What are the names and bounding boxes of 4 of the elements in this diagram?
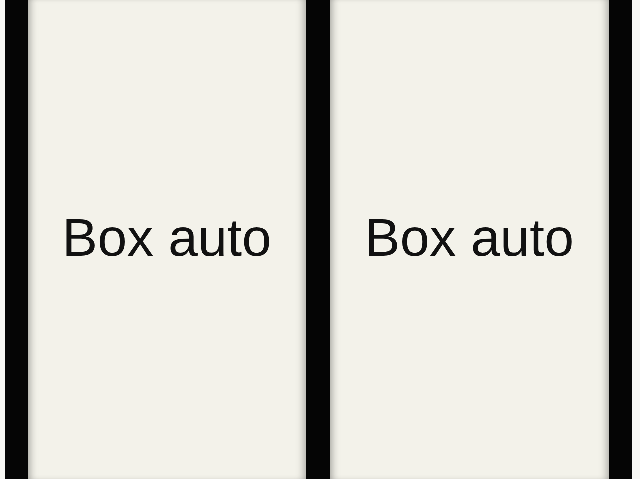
bordered-box [318, 0, 632, 479]
bordered-box [5, 0, 318, 479]
box-label: Box auto [364, 210, 574, 269]
box-label: Box auto [62, 210, 272, 269]
